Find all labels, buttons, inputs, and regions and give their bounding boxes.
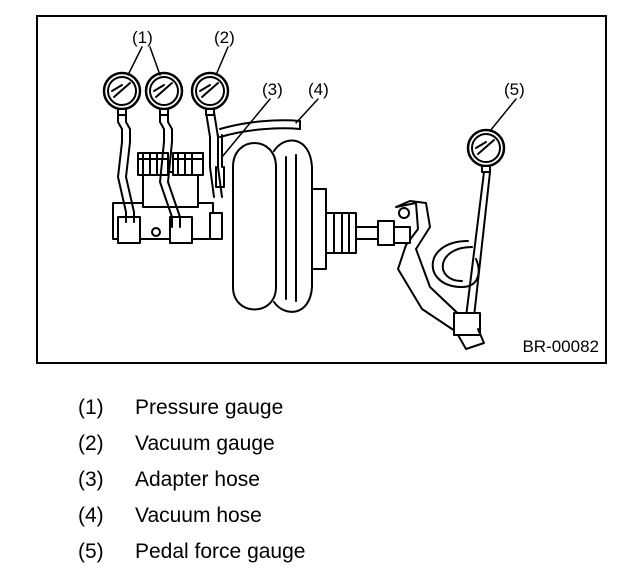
pressure-gauge-right	[144, 71, 184, 116]
legend-label: Pressure gauge	[135, 396, 284, 419]
callout-leaders	[127, 46, 517, 158]
brake-booster-test-illustration	[102, 46, 517, 350]
pedal-force-gauge	[431, 128, 506, 350]
callout-4: (4)	[308, 80, 329, 99]
legend-label: Vacuum hose	[135, 504, 262, 527]
legend-number: (2)	[78, 432, 104, 455]
adapter-hose	[215, 134, 225, 188]
callout-2: (2)	[214, 28, 235, 47]
legend-number: (3)	[78, 468, 104, 491]
diagram-figure: (1) (2) (3) (4) (5) BR-00082	[36, 15, 607, 364]
callout-5: (5)	[504, 80, 525, 99]
master-cylinder	[112, 152, 223, 244]
legend-label: Pedal force gauge	[135, 540, 306, 563]
legend-number: (5)	[78, 540, 104, 563]
callout-1: (1)	[132, 28, 153, 47]
legend-number: (4)	[78, 504, 104, 527]
vacuum-gauge	[190, 71, 230, 116]
vacuum-hose	[219, 119, 301, 138]
figure-id-label: BR-00082	[522, 337, 599, 356]
legend-label: Vacuum gauge	[135, 432, 275, 455]
legend-number: (1)	[78, 396, 104, 419]
callout-3: (3)	[262, 80, 283, 99]
legend-label: Adapter hose	[135, 468, 260, 491]
pressure-gauge-left	[102, 71, 142, 116]
brake-booster	[232, 139, 397, 313]
